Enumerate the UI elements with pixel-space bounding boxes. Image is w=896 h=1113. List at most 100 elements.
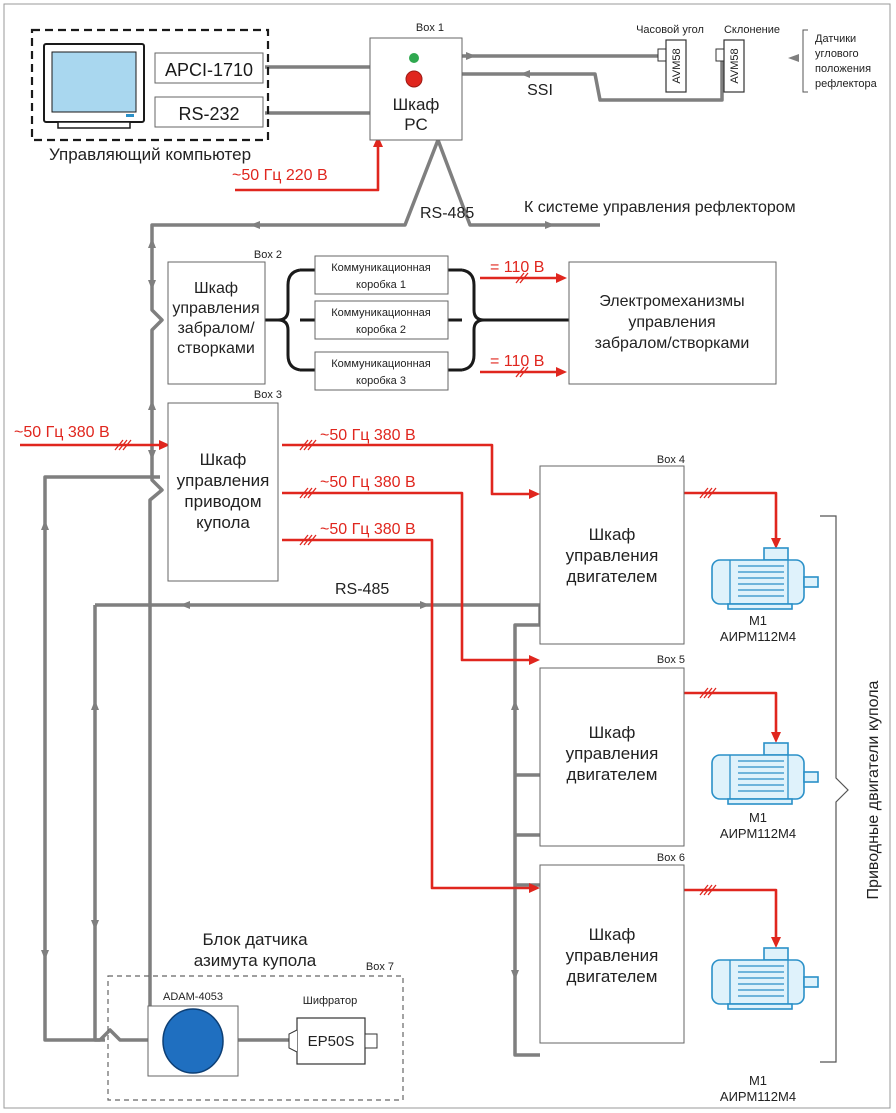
electromech-line3: забралом/створками — [595, 335, 750, 352]
box5-motor-cabinet: Box 5 Шкаф управления двигателем — [539, 654, 685, 847]
box7-tag: Box 7 — [366, 961, 394, 973]
green-indicator-icon — [409, 53, 419, 63]
outer-frame — [3, 3, 891, 1109]
box4-line2: управления — [566, 546, 659, 565]
adam-label: ADAM-4053 — [163, 991, 223, 1003]
comm-box-2-line1: Коммуникационная — [331, 307, 430, 319]
box5-line1: Шкаф — [589, 723, 636, 742]
red-button-icon — [405, 70, 423, 88]
box3-line3: приводом — [184, 492, 261, 511]
box4-motor-cabinet: Box 4 Шкаф управления двигателем — [539, 454, 685, 645]
box5-tag: Box 5 — [657, 654, 685, 666]
reflector-link-label: К системе управления рефлектором — [524, 199, 796, 216]
power-wires — [20, 142, 778, 942]
box3-tag: Box 3 — [254, 389, 282, 401]
hour-angle-model: AVM58 — [671, 48, 683, 83]
sensors-line2: углового — [815, 48, 859, 60]
power-arrows — [159, 136, 781, 948]
comm-box-2-line2: коробка 2 — [356, 324, 406, 336]
power-380-in-label: ~50 Гц 380 В — [14, 424, 110, 441]
encoder-label: EP50S — [308, 1033, 355, 1050]
box3-dome-drive-cabinet: Box 3 Шкаф управления приводом купола — [167, 389, 282, 582]
box2-line2: управления — [172, 300, 259, 317]
hour-angle-label: Часовой угол — [636, 24, 704, 36]
box6-tag: Box 6 — [657, 852, 685, 864]
declination-label: Склонение — [724, 24, 780, 36]
electromechanisms-box: Электромеханизмы управления забралом/ств… — [568, 261, 777, 385]
box6-motor-cabinet: Box 6 Шкаф управления двигателем — [539, 852, 685, 1044]
monitor-icon — [43, 43, 145, 129]
rs485-mid-label: RS-485 — [335, 581, 389, 598]
hour-angle-encoder: Часовой угол AVM58 — [636, 24, 704, 93]
box2-line3: забралом/ — [177, 320, 255, 337]
apci-card — [154, 52, 264, 84]
sensors-line1: Датчики — [815, 33, 856, 45]
box2-tag: Box 2 — [254, 249, 282, 261]
box4-tag: Box 4 — [657, 454, 685, 466]
box7-azimuth-sensor: Блок датчика азимута купола Box 7 ADAM-4… — [107, 930, 404, 1101]
power-380-out-2-label: ~50 Гц 380 В — [320, 474, 416, 491]
box1-tag: Box 1 — [416, 22, 444, 34]
sensors-line4: рефлектора — [815, 78, 878, 90]
azimuth-title1: Блок датчика — [202, 930, 308, 949]
adam-module-icon — [162, 1008, 224, 1074]
comm-bus — [265, 268, 570, 372]
comm-box-1-line2: коробка 1 — [356, 279, 406, 291]
motor-2-icon — [711, 742, 819, 805]
box3-line1: Шкаф — [200, 450, 247, 469]
box6-line1: Шкаф — [589, 925, 636, 944]
computer-dashed-frame — [30, 28, 270, 142]
declination-model: AVM58 — [729, 48, 741, 83]
motor-1-model: АИРМ112М4 — [720, 629, 796, 644]
azimuth-title2: азимута купола — [194, 951, 317, 970]
apci-card-label: APCI-1710 — [165, 60, 253, 80]
box2-line1: Шкаф — [194, 280, 238, 297]
motor-1-name: M1 — [749, 613, 767, 628]
motor-2-name: M1 — [749, 810, 767, 825]
sensors-line3: положения — [815, 63, 871, 75]
box5-line3: двигателем — [567, 765, 658, 784]
box1-line1: Шкаф — [393, 95, 440, 114]
power-380-out-1-label: ~50 Гц 380 В — [320, 427, 416, 444]
box2-line4: створками — [177, 340, 255, 357]
electromech-line2: управления — [628, 314, 715, 331]
comm-box-3-line2: коробка 3 — [356, 375, 406, 387]
box5-line2: управления — [566, 744, 659, 763]
motor-3-icon — [711, 947, 819, 1010]
comm-box-1: Коммуникационная коробка 1 — [314, 255, 449, 295]
rs232-card — [154, 96, 264, 128]
rs232-card-label: RS-232 — [178, 104, 239, 124]
box6-line3: двигателем — [567, 967, 658, 986]
box3-line4: купола — [196, 513, 250, 532]
box2-gate-cabinet: Box 2 Шкаф управления забралом/ створкам… — [167, 249, 282, 385]
comm-box-2: Коммуникационная коробка 2 — [314, 300, 449, 340]
signal-arrows — [41, 52, 555, 980]
comm-box-3-line1: Коммуникационная — [331, 358, 430, 370]
sensors-note: Датчики углового положения рефлектора — [788, 29, 878, 93]
power-220-label: ~50 Гц 220 В — [232, 167, 328, 184]
box6-line2: управления — [566, 946, 659, 965]
declination-encoder: Склонение AVM58 — [715, 24, 780, 93]
electromech-line1: Электромеханизмы — [599, 293, 744, 310]
motor-3-model: АИРМ112М4 — [720, 1089, 796, 1104]
ssi-label: SSI — [527, 82, 553, 99]
encoder-icon — [288, 1017, 378, 1065]
motor-3-name: M1 — [749, 1073, 767, 1088]
comm-box-1-line1: Коммуникационная — [331, 262, 430, 274]
box4-line3: двигателем — [567, 567, 658, 586]
signal-wires — [43, 54, 724, 1057]
box4-line1: Шкаф — [589, 525, 636, 544]
box7-dashed-frame — [107, 975, 404, 1101]
drives-label: Приводные двигатели купола — [865, 680, 882, 899]
phase-ticks — [114, 272, 717, 896]
control-computer: APCI-1710 RS-232 Управляющий компьютер — [30, 28, 270, 164]
box1-pc-cabinet: Box 1 Шкаф PC — [369, 22, 463, 141]
motor-1-icon — [711, 547, 819, 610]
rs485-top-label: RS-485 — [420, 205, 474, 222]
motor-2-model: АИРМ112М4 — [720, 826, 796, 841]
encoder-caption: Шифратор — [303, 995, 357, 1007]
drives-bracket: Приводные двигатели купола — [820, 515, 882, 1063]
box1-line2: PC — [404, 115, 428, 134]
dc-110-b-label: = 110 В — [490, 353, 544, 370]
